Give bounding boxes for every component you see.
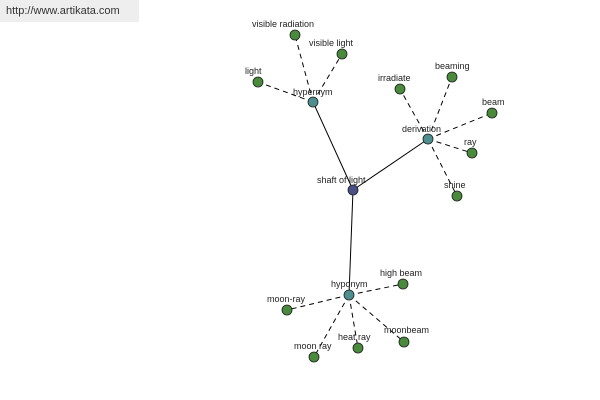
edge-hyponym-moonbeam [348, 294, 405, 343]
leaf-node-beaming[interactable] [446, 71, 458, 83]
source-url[interactable]: http://www.artikata.com [0, 0, 139, 22]
graph-nodes [252, 29, 498, 363]
leaf-node-heat-ray[interactable] [352, 342, 364, 354]
leaf-label-high-beam[interactable]: high beam [380, 268, 422, 278]
edge-root-derivation [352, 138, 429, 191]
edge-root-hyponym [348, 189, 354, 296]
leaf-node-visible-light[interactable] [336, 48, 348, 60]
edge-hypernym-light [257, 81, 314, 103]
leaf-label-irradiate[interactable]: irradiate [378, 73, 411, 83]
root-label[interactable]: shaft of light [317, 175, 366, 185]
leaf-node-irradiate[interactable] [394, 83, 406, 95]
edge-hyponym-moon-ray [286, 294, 350, 311]
edge-derivation-shine [427, 138, 458, 197]
leaf-label-moonbeam[interactable]: moonbeam [384, 325, 429, 335]
edge-hypernym-visible-radiation [294, 34, 314, 103]
leaf-node-moonbeam[interactable] [398, 336, 410, 348]
relation-label-hyponym[interactable]: hyponym [331, 279, 368, 289]
edge-hyponym-moon-ray [313, 294, 350, 358]
edge-derivation-beam [427, 112, 493, 140]
edge-derivation-ray [427, 138, 473, 154]
relation-label-hypernym[interactable]: hypernym [293, 87, 333, 97]
leaf-label-shine[interactable]: shine [444, 180, 466, 190]
edge-derivation-irradiate [399, 88, 429, 140]
leaf-label-beaming[interactable]: beaming [435, 61, 470, 71]
leaf-label-moon-ray[interactable]: moon-ray [267, 294, 306, 304]
leaf-node-beam[interactable] [486, 107, 498, 119]
leaf-label-beam[interactable]: beam [482, 97, 505, 107]
leaf-label-heat-ray[interactable]: heat ray [338, 332, 371, 342]
leaf-node-moon-ray[interactable] [281, 304, 293, 316]
leaf-label-ray[interactable]: ray [464, 137, 477, 147]
leaf-label-moon-ray[interactable]: moon ray [294, 341, 332, 351]
leaf-label-light[interactable]: light [245, 66, 262, 76]
edge-root-hypernym [312, 101, 354, 191]
graph-labels: visible radiation visible light light hyper… [245, 19, 505, 351]
relation-node-hypernym[interactable] [307, 96, 319, 108]
relation-node-hyponym[interactable] [343, 289, 355, 301]
leaf-node-shine[interactable] [451, 190, 463, 202]
leaf-label-visible-light[interactable]: visible light [309, 38, 354, 48]
relation-label-derivation[interactable]: derivation [402, 124, 441, 134]
relation-node-derivation[interactable] [422, 133, 434, 145]
leaf-node-light[interactable] [252, 76, 264, 88]
edge-derivation-beaming [427, 76, 453, 140]
root-node[interactable] [347, 184, 359, 196]
leaf-node-high-beam[interactable] [397, 278, 409, 290]
leaf-node-ray[interactable] [466, 147, 478, 159]
edge-hyponym-high-beam [348, 283, 404, 296]
graph-edges [257, 34, 493, 358]
edge-hypernym-visible-light [312, 53, 343, 103]
leaf-node-moon-ray[interactable] [308, 351, 320, 363]
leaf-node-visible-radiation[interactable] [289, 29, 301, 41]
leaf-label-visible-radiation[interactable]: visible radiation [252, 19, 314, 29]
